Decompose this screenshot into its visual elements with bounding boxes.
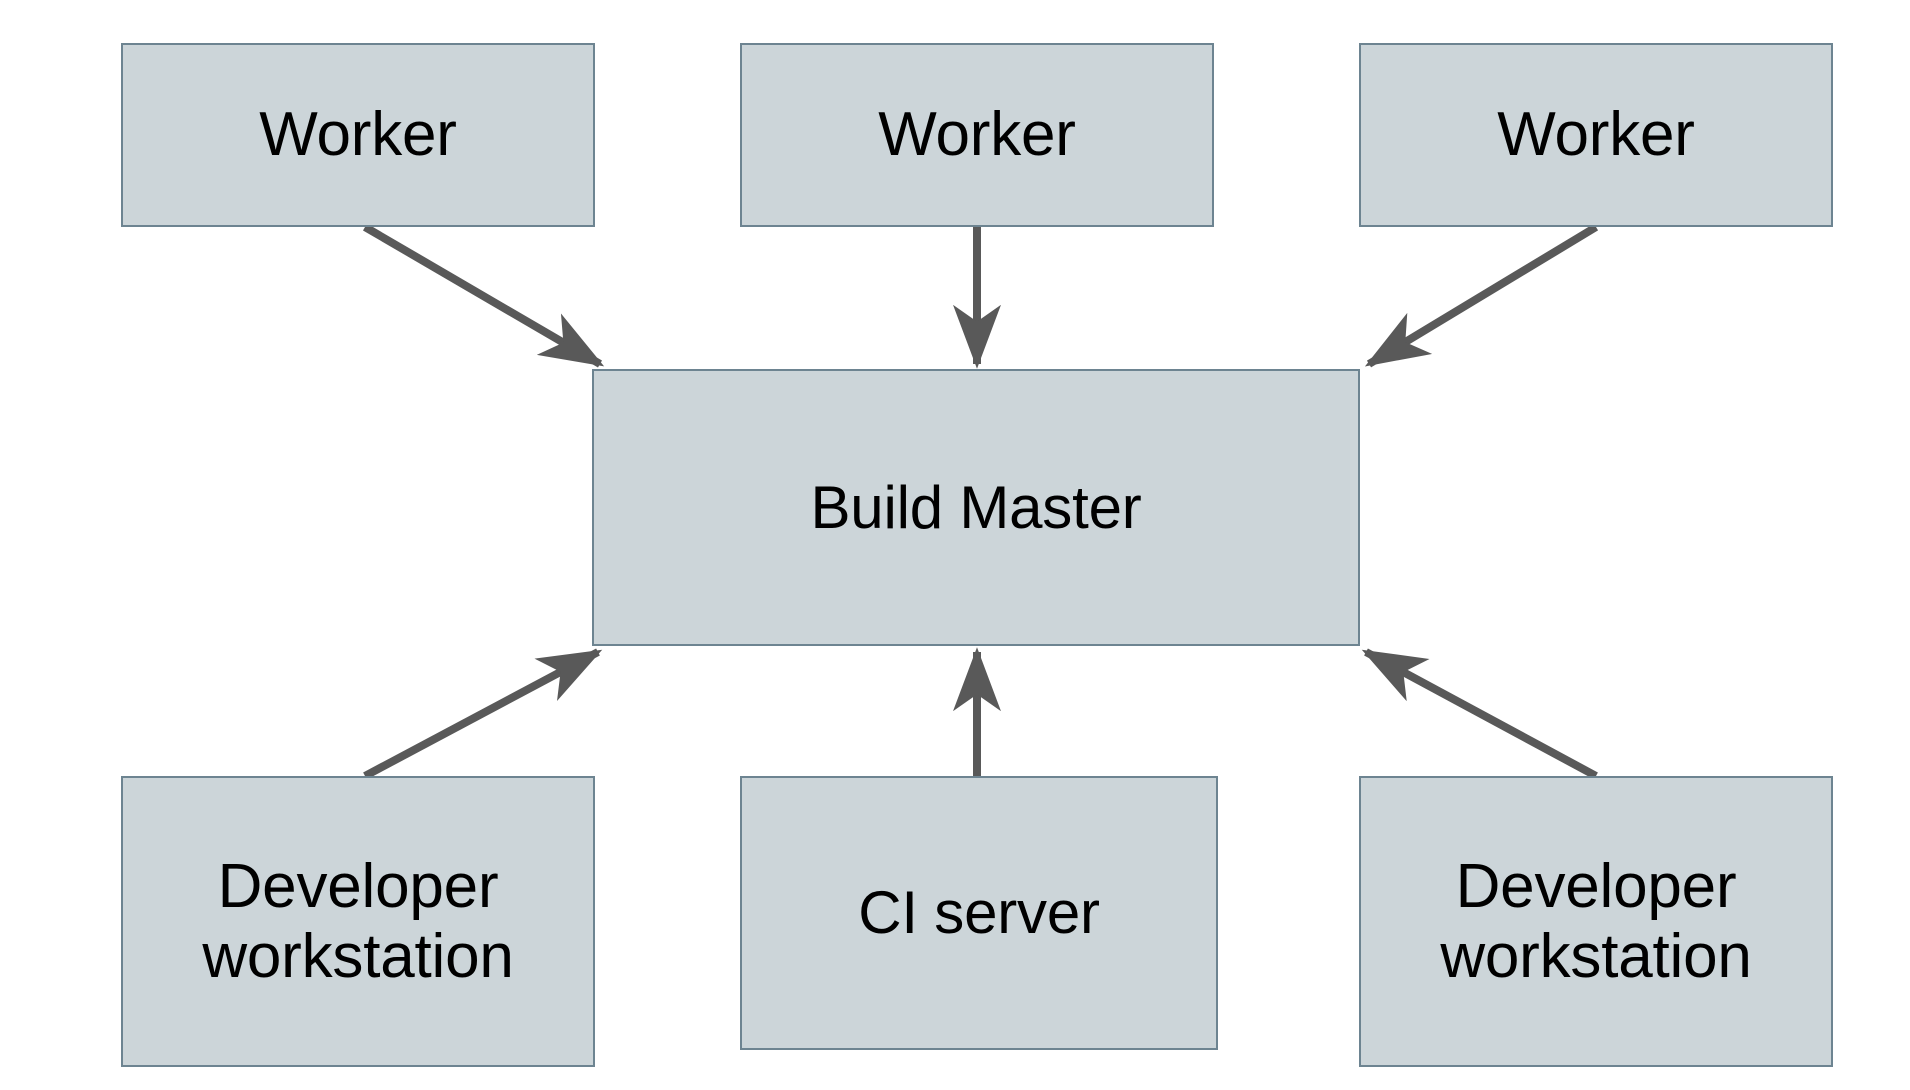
node-developer-workstation-right[interactable]: Developer workstation [1359, 776, 1833, 1067]
node-worker-3[interactable]: Worker [1359, 43, 1833, 227]
edge-devright-to-master [1361, 648, 1598, 780]
node-worker-2[interactable]: Worker [740, 43, 1214, 227]
node-ci-server[interactable]: CI server [740, 776, 1218, 1050]
node-developer-workstation-right-label: Developer workstation [1440, 852, 1752, 991]
node-build-master-label: Build Master [810, 473, 1142, 541]
node-developer-workstation-left-label: Developer workstation [202, 852, 514, 991]
edge-devleft-to-master [363, 648, 603, 780]
node-worker-3-label: Worker [1497, 100, 1695, 170]
edge-worker3-to-master [1364, 223, 1599, 368]
node-worker-1[interactable]: Worker [121, 43, 595, 227]
node-developer-workstation-left[interactable]: Developer workstation [121, 776, 595, 1067]
edge-worker1-to-master [362, 223, 605, 368]
node-ci-server-label: CI server [858, 879, 1100, 947]
node-worker-2-label: Worker [878, 100, 1076, 170]
node-worker-1-label: Worker [259, 100, 457, 170]
node-build-master[interactable]: Build Master [592, 369, 1360, 646]
